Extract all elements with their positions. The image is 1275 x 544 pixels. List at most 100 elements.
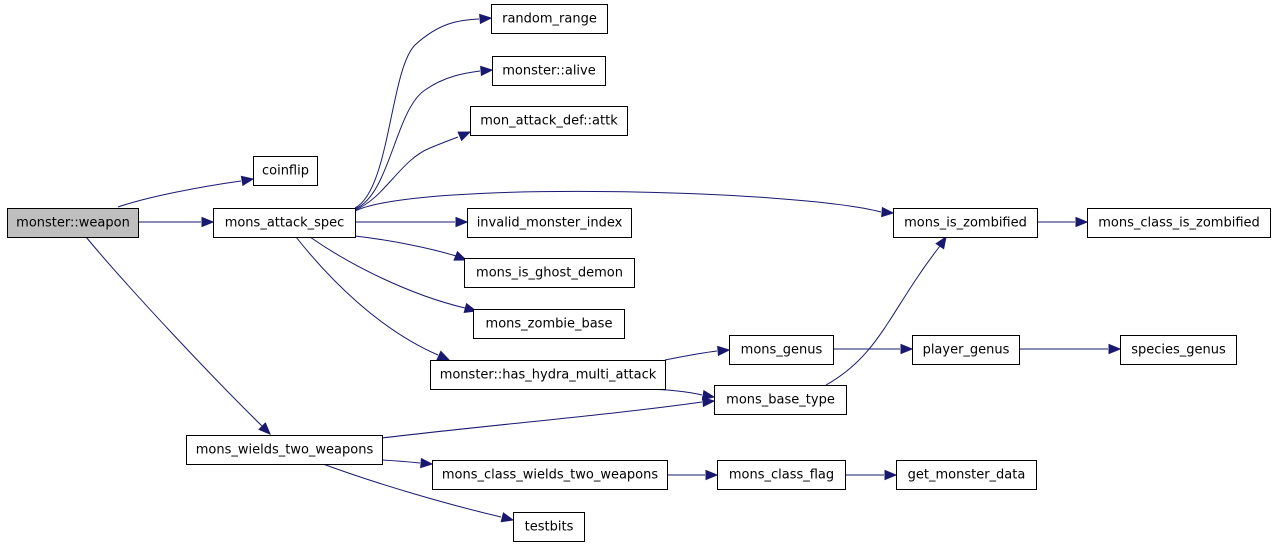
node-ghost-demon[interactable]: mons_is_ghost_demon bbox=[464, 258, 635, 288]
edge-arrowhead bbox=[457, 131, 472, 142]
node-label: monster::has_hydra_multi_attack bbox=[440, 368, 657, 383]
node-is-zombified[interactable]: mons_is_zombified bbox=[893, 208, 1038, 238]
edge-arrowhead bbox=[479, 13, 493, 25]
node-box[interactable] bbox=[432, 460, 668, 490]
edge-weapon-to-attack_spec bbox=[138, 216, 215, 228]
node-box[interactable] bbox=[467, 208, 632, 238]
edge-line bbox=[381, 401, 703, 439]
node-box[interactable] bbox=[714, 385, 847, 415]
node-box[interactable] bbox=[893, 208, 1038, 238]
edge-arrowhead bbox=[453, 250, 468, 261]
edge-attack_spec-to-invalid_index bbox=[355, 216, 469, 228]
edge-genus-to-player_genus bbox=[833, 343, 914, 355]
node-base-type[interactable]: mons_base_type bbox=[714, 385, 847, 415]
edge-hydra-to-genus bbox=[664, 345, 731, 361]
node-box[interactable] bbox=[492, 56, 606, 86]
edge-arrowhead bbox=[881, 206, 895, 218]
node-label: mons_base_type bbox=[726, 393, 835, 408]
node-box[interactable] bbox=[1120, 335, 1237, 365]
edge-line bbox=[664, 350, 718, 361]
node-attk[interactable]: mon_attack_def::attk bbox=[470, 106, 628, 136]
node-box[interactable] bbox=[7, 208, 139, 238]
node-label: random_range bbox=[502, 12, 597, 27]
node-coinflip[interactable]: coinflip bbox=[253, 156, 318, 186]
node-box[interactable] bbox=[1087, 208, 1271, 238]
edge-arrowhead bbox=[935, 235, 947, 250]
node-species-genus[interactable]: species_genus bbox=[1120, 335, 1237, 365]
node-attack-spec[interactable]: mons_attack_spec bbox=[213, 208, 356, 238]
edge-arrowhead bbox=[240, 175, 255, 187]
node-label: mons_genus bbox=[741, 343, 823, 358]
node-invalid-index[interactable]: invalid_monster_index bbox=[467, 208, 632, 238]
node-label: mons_class_is_zombified bbox=[1098, 216, 1260, 231]
node-box[interactable] bbox=[213, 208, 356, 238]
node-get-data[interactable]: get_monster_data bbox=[896, 460, 1037, 490]
node-label: testbits bbox=[525, 520, 574, 535]
edge-line bbox=[117, 180, 242, 208]
edge-arrowhead bbox=[900, 343, 914, 355]
node-box[interactable] bbox=[430, 360, 666, 390]
edge-line bbox=[354, 190, 882, 213]
node-class-flag[interactable]: mons_class_flag bbox=[717, 460, 846, 490]
node-box[interactable] bbox=[186, 435, 383, 465]
edge-wields_two-to-testbits bbox=[322, 463, 515, 523]
node-label: monster::alive bbox=[502, 64, 595, 79]
node-box[interactable] bbox=[513, 512, 585, 542]
edge-arrowhead bbox=[201, 216, 215, 228]
node-testbits[interactable]: testbits bbox=[513, 512, 585, 542]
node-class-zombified[interactable]: mons_class_is_zombified bbox=[1087, 208, 1271, 238]
node-player-genus[interactable]: player_genus bbox=[912, 335, 1020, 365]
node-box[interactable] bbox=[729, 335, 834, 365]
node-label: monster::weapon bbox=[16, 216, 130, 231]
edge-arrowhead bbox=[701, 389, 716, 401]
node-random-range[interactable]: random_range bbox=[491, 4, 608, 34]
node-wields-two[interactable]: mons_wields_two_weapons bbox=[186, 435, 383, 465]
node-genus[interactable]: mons_genus bbox=[729, 335, 834, 365]
edge-line bbox=[295, 236, 439, 356]
node-hydra[interactable]: monster::has_hydra_multi_attack bbox=[430, 360, 666, 390]
node-box[interactable] bbox=[473, 309, 625, 339]
edge-arrowhead bbox=[480, 65, 494, 77]
node-zombie-base[interactable]: mons_zombie_base bbox=[473, 309, 625, 339]
node-weapon[interactable]: monster::weapon bbox=[7, 208, 139, 238]
edge-attack_spec-to-hydra bbox=[295, 236, 451, 361]
edge-attack_spec-to-alive bbox=[354, 65, 494, 210]
edge-class_flag-to-get_data bbox=[845, 469, 898, 481]
edge-attack_spec-to-random_range bbox=[354, 13, 493, 209]
edge-is_zombified-to-class_zombified bbox=[1037, 216, 1089, 228]
node-class-wields-two[interactable]: mons_class_wields_two_weapons bbox=[432, 460, 668, 490]
node-box[interactable] bbox=[464, 258, 635, 288]
edge-arrowhead bbox=[1108, 343, 1122, 355]
edge-attack_spec-to-zombie_base bbox=[309, 236, 478, 314]
node-box[interactable] bbox=[896, 460, 1037, 490]
edge-arrowhead bbox=[702, 396, 716, 408]
node-label: mons_class_flag bbox=[729, 468, 834, 483]
edge-arrowhead bbox=[884, 469, 898, 481]
edge-wields_two-to-base_type bbox=[381, 396, 716, 439]
edge-wields_two-to-class_wields_two bbox=[381, 457, 434, 469]
edge-arrowhead bbox=[258, 422, 271, 435]
node-box[interactable] bbox=[912, 335, 1020, 365]
edge-line bbox=[354, 136, 459, 211]
edge-arrowhead bbox=[455, 216, 469, 228]
edge-arrowhead bbox=[705, 469, 719, 481]
node-alive[interactable]: monster::alive bbox=[492, 56, 606, 86]
edge-attack_spec-to-ghost_demon bbox=[354, 235, 468, 261]
edge-arrowhead bbox=[500, 512, 515, 523]
node-label: mons_zombie_base bbox=[486, 317, 613, 332]
edge-attack_spec-to-attk bbox=[354, 131, 472, 211]
node-label: mons_is_zombified bbox=[904, 216, 1027, 231]
edge-line bbox=[354, 70, 481, 210]
edge-base_type-to-is_zombified bbox=[825, 235, 947, 386]
nodes-layer: monster::weaponcoinflipmons_attack_specm… bbox=[7, 4, 1271, 542]
node-box[interactable] bbox=[470, 106, 628, 136]
node-label: mon_attack_def::attk bbox=[480, 114, 618, 129]
node-label: mons_attack_spec bbox=[225, 216, 345, 231]
node-box[interactable] bbox=[491, 4, 608, 34]
edge-line bbox=[354, 18, 480, 209]
node-box[interactable] bbox=[253, 156, 318, 186]
edge-arrowhead bbox=[1075, 216, 1089, 228]
node-box[interactable] bbox=[717, 460, 846, 490]
edge-line bbox=[825, 245, 941, 386]
